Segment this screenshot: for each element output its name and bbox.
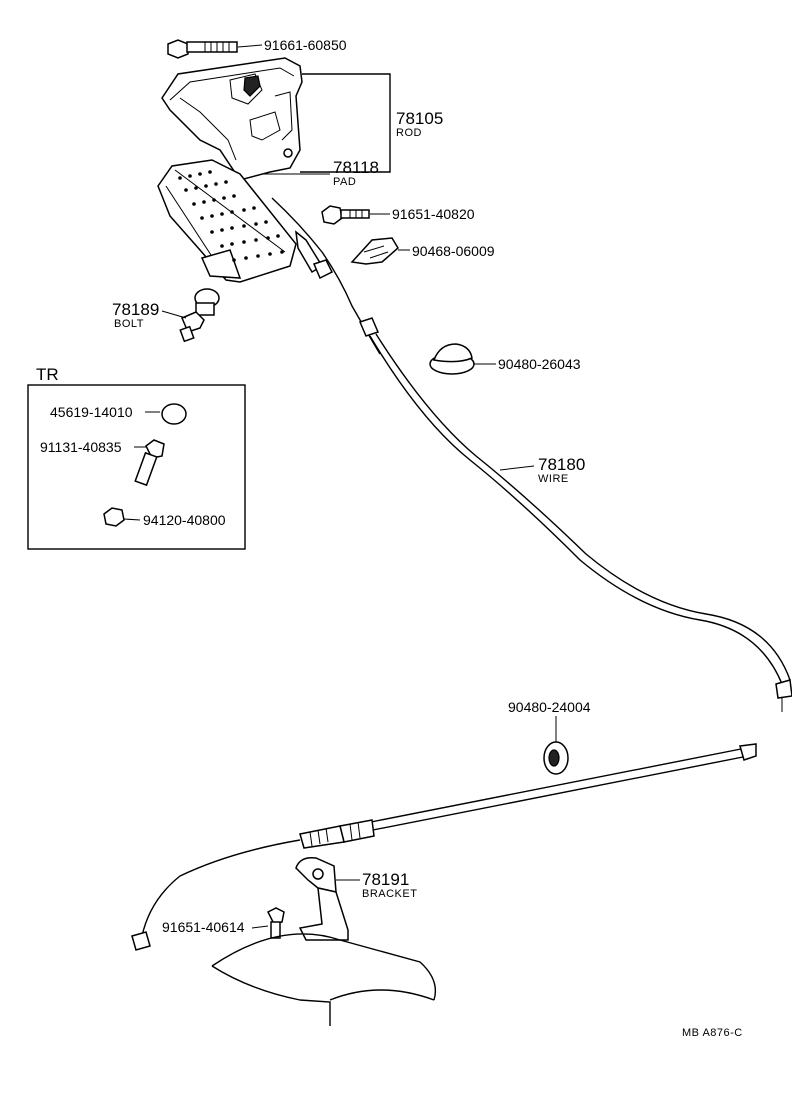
label-78180: 78180 <box>538 455 585 474</box>
lower-cable-drawing <box>131 743 757 951</box>
label-90480-24004: 90480-24004 <box>508 699 591 715</box>
clip-drawing <box>350 237 399 265</box>
label-91651-40614: 91651-40614 <box>162 919 245 935</box>
label-45619-14010: 45619-14010 <box>50 404 133 420</box>
grommet-24004-drawing <box>543 741 569 775</box>
leader-line <box>499 465 535 471</box>
grommet-26043-drawing <box>429 343 475 375</box>
tr-bolt-drawing <box>134 439 165 487</box>
leader-line <box>161 310 187 319</box>
nut-drawing <box>103 507 125 527</box>
body-panel-drawing <box>211 933 437 1026</box>
label-78191: 78191 <box>362 870 409 889</box>
tr-box-title: TR <box>36 365 59 384</box>
cap-drawing <box>161 403 187 425</box>
label-90468-06009: 90468-06009 <box>412 243 495 259</box>
label-pad: PAD <box>333 176 356 188</box>
pedal-lever-drawing <box>161 57 303 181</box>
tr-box <box>27 384 246 550</box>
leader-line <box>123 518 141 521</box>
label-bolt: BOLT <box>114 318 144 330</box>
label-bracket: BRACKET <box>362 888 417 900</box>
top-bolt-drawing <box>167 39 238 59</box>
label-rod: ROD <box>396 127 422 139</box>
label-91131-40835: 91131-40835 <box>40 439 122 455</box>
stopper-bolt-drawing <box>179 288 220 343</box>
bolt-40820-drawing <box>321 205 370 225</box>
leader-line <box>251 925 269 929</box>
pedal-pad-drawing <box>157 159 297 283</box>
leader-line <box>237 44 263 48</box>
label-90480-26043: 90480-26043 <box>498 356 581 372</box>
label-91661-60850: 91661-60850 <box>264 37 347 53</box>
label-wire: WIRE <box>538 473 569 485</box>
label-78189: 78189 <box>112 300 159 319</box>
throttle-cable-drawing <box>271 197 792 712</box>
label-78105: 78105 <box>396 109 443 128</box>
bracket-78105 <box>300 73 391 173</box>
label-91651-40820: 91651-40820 <box>392 206 475 222</box>
label-78118: 78118 <box>333 158 379 177</box>
diagram-code: MB A876-C <box>682 1027 743 1039</box>
bracket-drawing <box>295 856 349 941</box>
bolt-40614-drawing <box>266 907 285 939</box>
label-94120-40800: 94120-40800 <box>143 512 226 528</box>
